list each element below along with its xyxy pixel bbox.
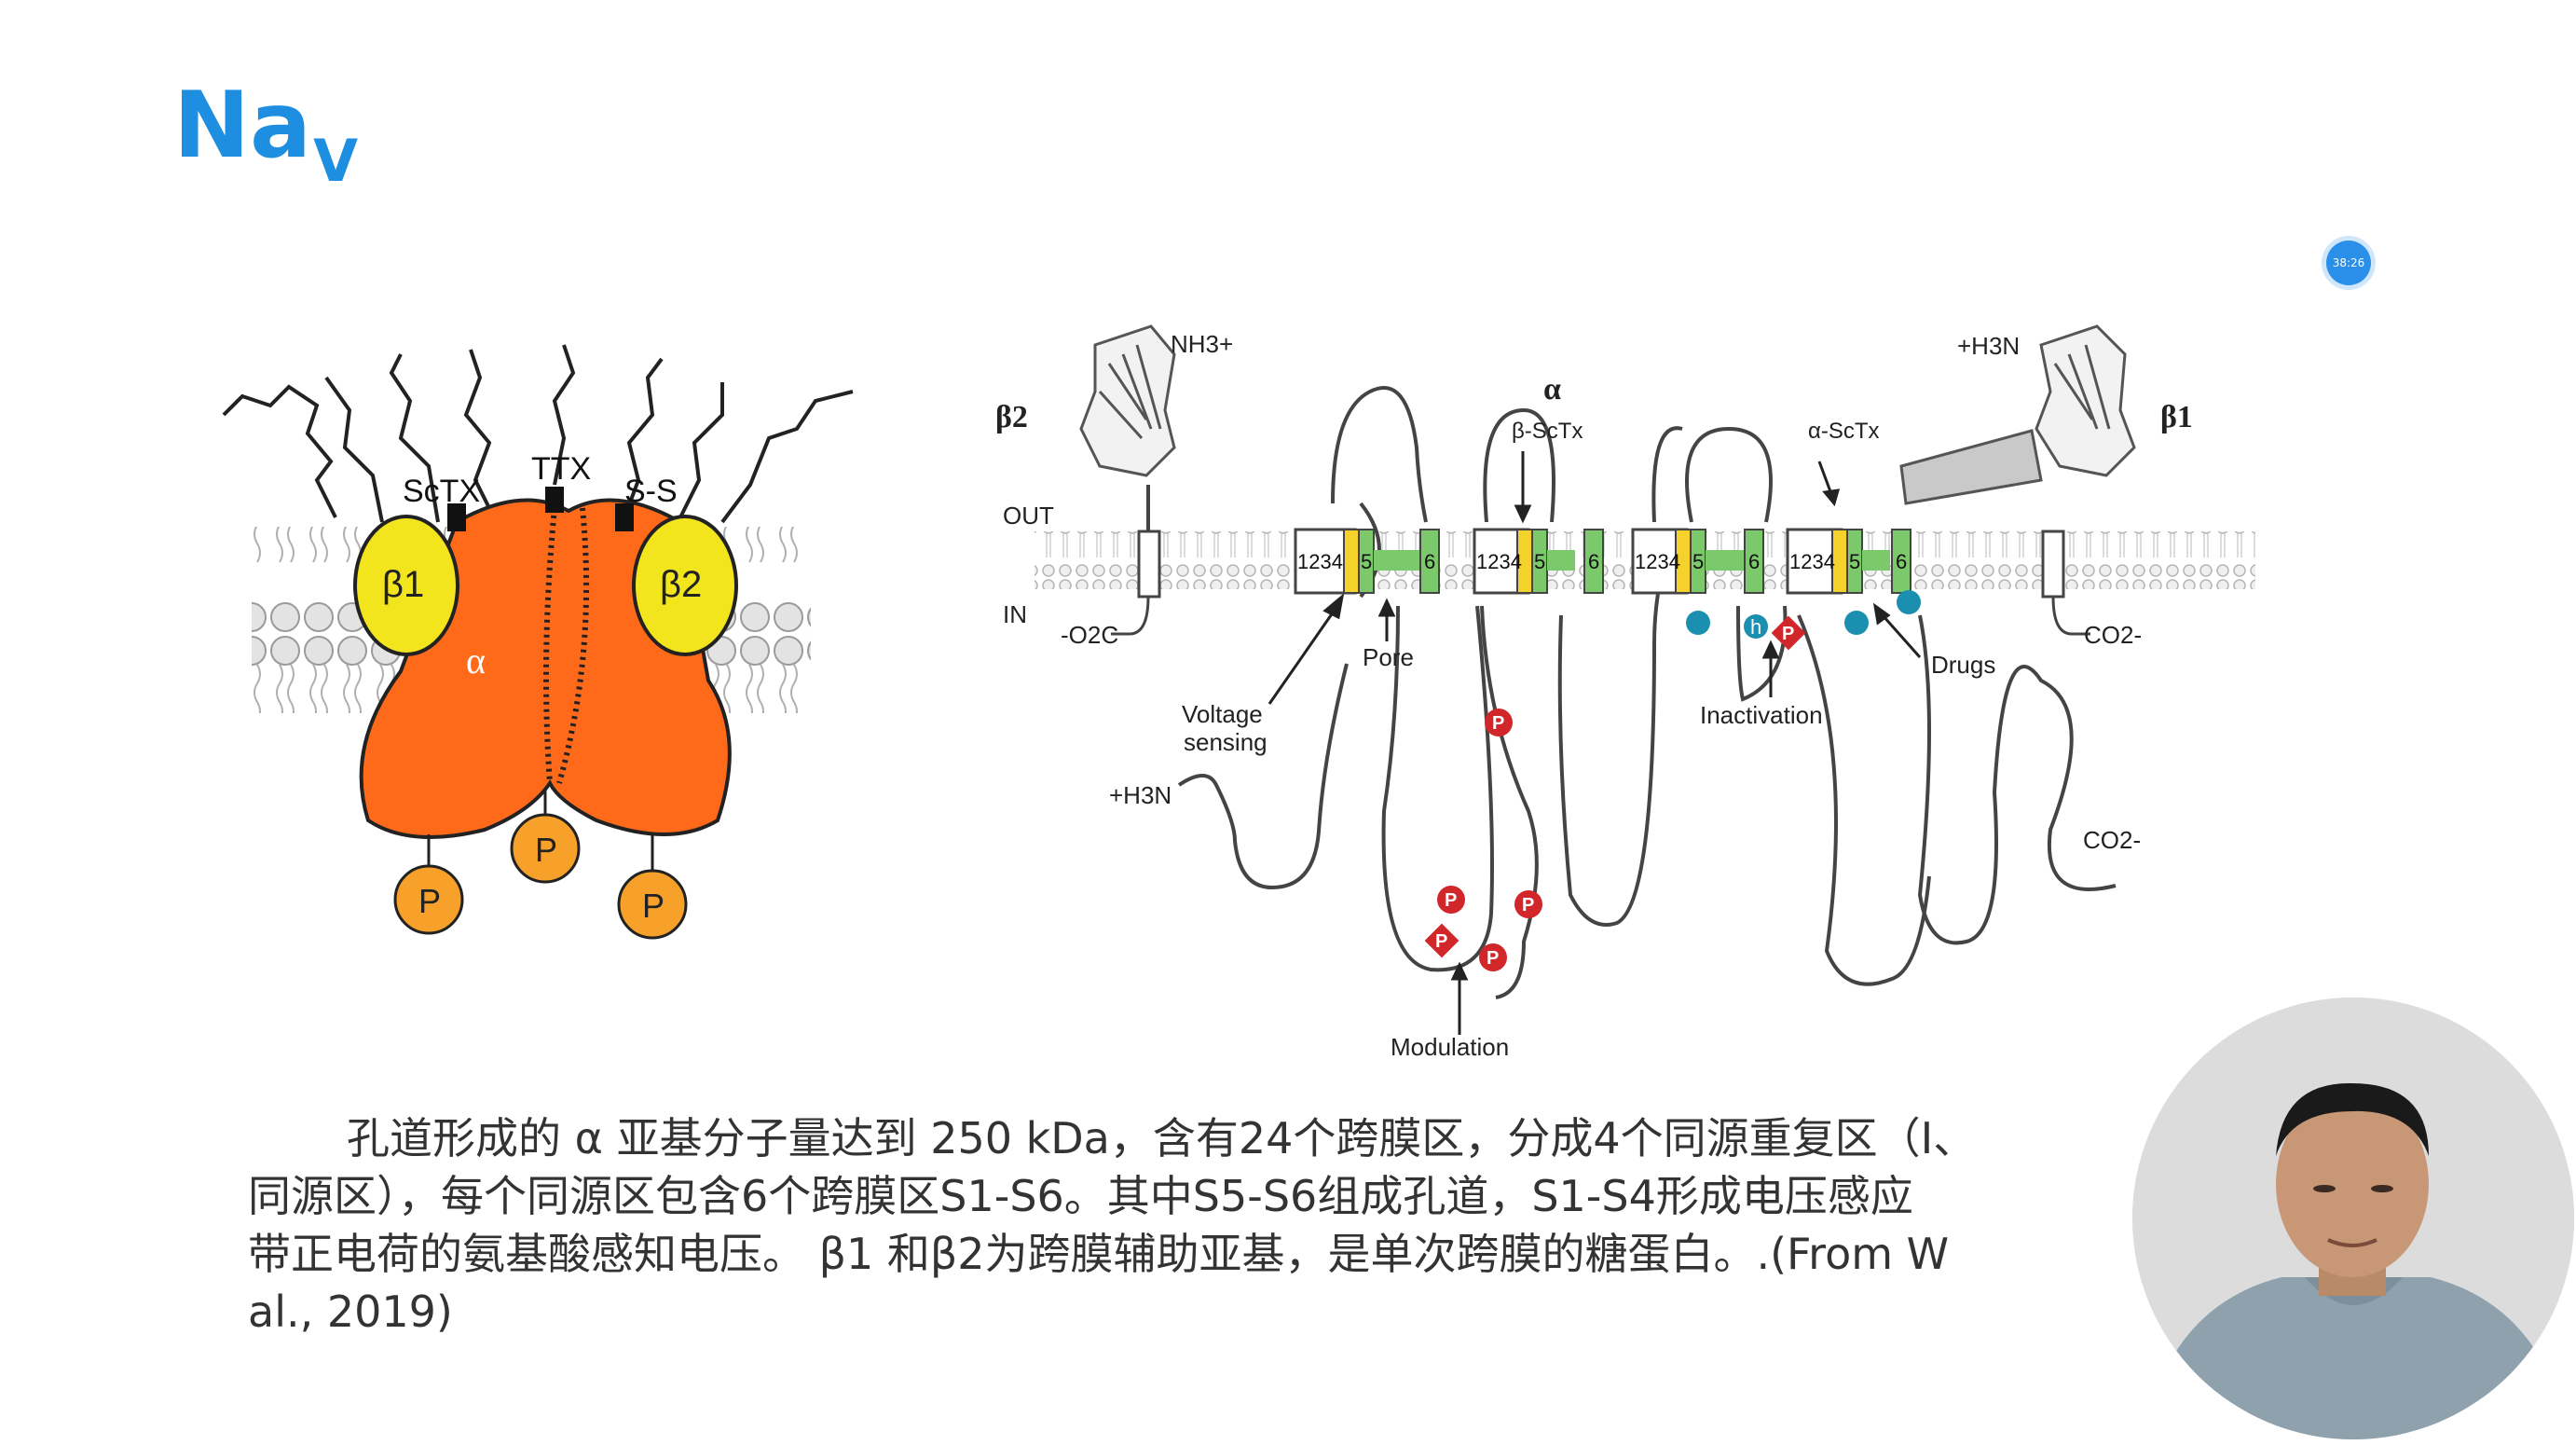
svg-text:P: P — [1487, 948, 1499, 969]
label-o2c: -O2C — [1061, 621, 1118, 649]
seg-label-5-d4: 5 — [1849, 550, 1860, 573]
label-alpha-left: α — [466, 640, 486, 681]
label-beta2: β2 — [660, 564, 702, 605]
label-modulation: Modulation — [1391, 1033, 1509, 1061]
phospho-site-right-5: P — [1424, 923, 1459, 958]
svg-text:P: P — [535, 831, 557, 869]
presenter-video-icon — [2132, 998, 2574, 1439]
seg-label-1234-d4: 1234 — [1789, 550, 1835, 573]
label-co2-bottom: CO2- — [2083, 826, 2141, 854]
right-topology-diagram: α OUT IN β2 NH3+ -O2C β1 +H3N CO2- — [995, 324, 2255, 1061]
phospho-site-right-6: P — [1771, 615, 1806, 651]
caption-line-1: 孔道形成的 α 亚基分子量达到 250 kDa，含有24个跨膜区，分成4个同源重… — [347, 1113, 1977, 1163]
label-beta2-right: β2 — [995, 400, 1028, 434]
left-channel-diagram: ScTX TTX S-S β1 β2 α P P P — [222, 344, 854, 940]
drug-site-2 — [1844, 611, 1869, 635]
label-alpha-right: α — [1543, 372, 1561, 406]
recording-timer-badge[interactable]: 38:26 — [2326, 241, 2371, 285]
glycosylation-chains — [222, 344, 854, 524]
label-voltage-sensing-1: Voltage — [1182, 700, 1263, 728]
caption-line-3: 带正电荷的氨基酸感知电压。 β1 和β2为跨膜辅助亚基，是单次跨膜的糖蛋白。.(… — [248, 1229, 1950, 1279]
alpha-backbone — [1177, 386, 2117, 999]
phospho-site-left-1: P — [393, 864, 464, 935]
svg-text:P: P — [1782, 624, 1794, 644]
svg-text:P: P — [1435, 931, 1447, 952]
seg-label-5-d2: 5 — [1534, 550, 1545, 573]
presenter-webcam[interactable] — [2132, 998, 2574, 1439]
svg-text:P: P — [1492, 713, 1504, 734]
domain-II-helices — [1473, 528, 1604, 595]
svg-text:P: P — [1522, 895, 1534, 915]
label-beta1: β1 — [382, 564, 424, 605]
seg-label-6-d1: 6 — [1424, 550, 1435, 573]
label-in: IN — [1003, 600, 1027, 628]
phospho-site-right-2: P — [1437, 886, 1465, 914]
timer-text: 38:26 — [2332, 256, 2365, 269]
title-subscript: V — [313, 127, 359, 195]
seg-label-1234-d1: 1234 — [1297, 550, 1343, 573]
caption-line-2: 同源区），每个同源区包含6个跨膜区S1-S6。其中S5-S6组成孔道，S1-S4… — [248, 1171, 1913, 1221]
caption-line-4: al., 2019) — [248, 1287, 453, 1337]
inactivation-h-marker — [1744, 614, 1768, 639]
beta1-subunit-shape — [353, 515, 459, 656]
label-ss: S-S — [624, 474, 678, 509]
label-ttx: TTX — [531, 451, 591, 487]
phospho-site-right-1: P — [1485, 709, 1513, 736]
domain-IV-helices — [1786, 528, 1911, 595]
label-beta-sctx: β-ScTx — [1512, 419, 1583, 444]
phospho-site-right-3: P — [1514, 890, 1542, 918]
label-inactivation: Inactivation — [1700, 701, 1823, 729]
svg-text:P: P — [642, 887, 665, 925]
label-alpha-sctx: α-ScTx — [1808, 419, 1880, 444]
svg-text:P: P — [418, 882, 441, 920]
label-drugs: Drugs — [1931, 651, 1995, 679]
seg-label-6-d2: 6 — [1588, 550, 1599, 573]
phospho-site-right-4: P — [1479, 943, 1507, 971]
seg-label-5-d1: 5 — [1361, 550, 1372, 573]
label-sctx: ScTX — [403, 474, 480, 509]
drug-site-3 — [1897, 590, 1921, 614]
beta1-structure — [2035, 324, 2136, 477]
drug-site-1 — [1686, 611, 1710, 635]
seg-label-6-d3: 6 — [1748, 550, 1760, 573]
label-h3n-top: +H3N — [1957, 332, 2020, 360]
domain-III-helices — [1631, 528, 1764, 595]
label-pore: Pore — [1363, 643, 1414, 671]
caption-text: 孔道形成的 α 亚基分子量达到 250 kDa，含有24个跨膜区，分成4个同源重… — [248, 1109, 2158, 1341]
label-h3n-left: +H3N — [1109, 781, 1172, 809]
beta2-subunit-shape — [632, 515, 738, 656]
seg-label-6-d4: 6 — [1896, 550, 1907, 573]
label-voltage-sensing-2: sensing — [1184, 728, 1267, 756]
label-nh3-top: NH3+ — [1171, 330, 1233, 358]
title-main: Na — [173, 73, 312, 179]
label-out: OUT — [1003, 502, 1054, 530]
label-beta1-right: β1 — [2160, 400, 2193, 434]
seg-label-1234-d2: 1234 — [1476, 550, 1522, 573]
h-label: h — [1750, 615, 1761, 639]
domain-I-helices — [1294, 528, 1440, 595]
slide-title: NaV — [173, 80, 358, 190]
seg-label-1234-d3: 1234 — [1635, 550, 1680, 573]
phospho-site-left-2: P — [510, 813, 581, 884]
label-co2-right: CO2- — [2084, 621, 2142, 649]
svg-text:P: P — [1445, 890, 1457, 911]
seg-label-5-d3: 5 — [1692, 550, 1704, 573]
phospho-site-left-3: P — [617, 869, 688, 940]
